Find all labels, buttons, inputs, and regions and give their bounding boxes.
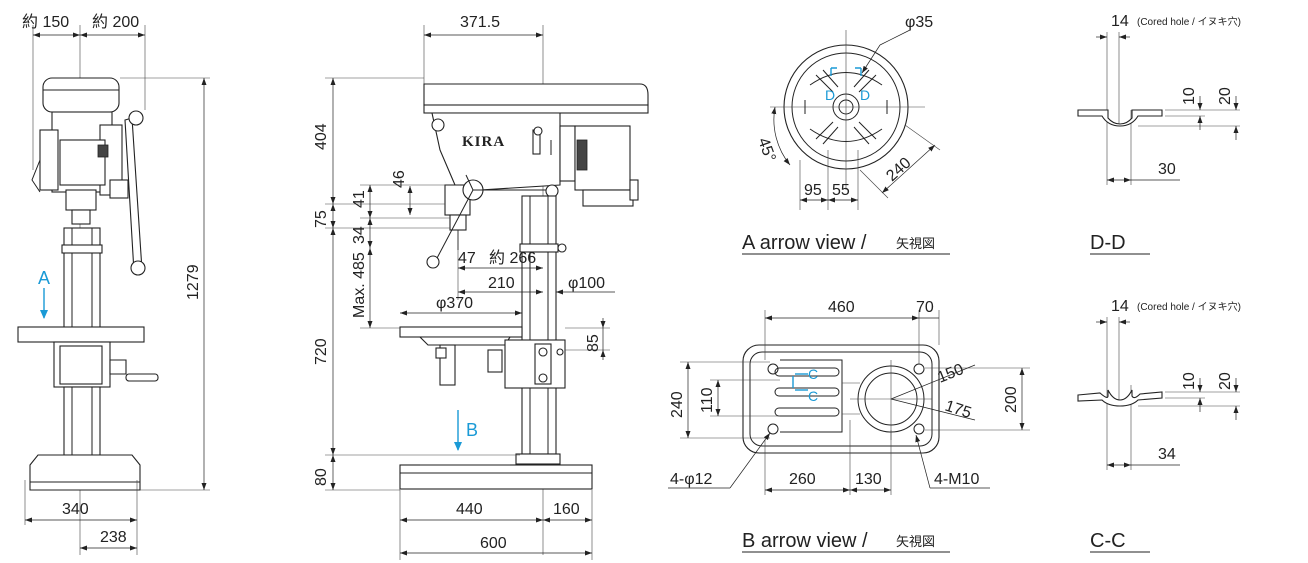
cc-dim-10: 10 bbox=[1181, 372, 1198, 390]
b-view-caption-jp: 矢視図 bbox=[896, 534, 935, 549]
b-view-caption: B arrow view / bbox=[742, 530, 868, 552]
a-arrow-view: D D φ35 45° 95 55 240 A arrow view / 矢視図 bbox=[742, 14, 950, 255]
dim-phi35: φ35 bbox=[905, 14, 933, 31]
dim-460: 460 bbox=[828, 299, 855, 316]
dim-total-height: 1279 bbox=[185, 264, 202, 300]
dim-base-offset: 238 bbox=[100, 529, 127, 546]
cc-caption: C-C bbox=[1090, 530, 1126, 552]
section-d-label-2: D bbox=[860, 87, 870, 103]
dim-max-485: Max. 485 bbox=[351, 252, 368, 318]
dim-47: 47 bbox=[458, 250, 476, 267]
dim-240: 240 bbox=[883, 154, 914, 185]
dim-600: 600 bbox=[480, 535, 507, 552]
section-d-label-1: D bbox=[825, 87, 835, 103]
arrow-a-label: A bbox=[38, 268, 50, 288]
dim-160: 160 bbox=[553, 501, 580, 518]
dim-head-width: 371.5 bbox=[460, 14, 500, 31]
dim-440: 440 bbox=[456, 501, 483, 518]
dim-110: 110 bbox=[699, 387, 716, 413]
dim-75: 75 bbox=[313, 210, 330, 228]
dim-approx-150: 約 150 bbox=[22, 13, 69, 31]
front-view: 約 150 約 200 bbox=[17, 13, 210, 555]
dim-130: 130 bbox=[855, 471, 882, 488]
a-view-caption: A arrow view / bbox=[742, 232, 867, 254]
dim-260: 260 bbox=[789, 471, 816, 488]
dim-70: 70 bbox=[916, 299, 934, 316]
dim-45-deg: 45° bbox=[754, 136, 778, 165]
cc-dim-34: 34 bbox=[1158, 446, 1176, 463]
dim-210: 210 bbox=[488, 275, 515, 292]
kira-logo: KIRA bbox=[462, 134, 505, 150]
dim-95: 95 bbox=[804, 182, 822, 199]
arrow-b-label: B bbox=[466, 420, 478, 440]
dim-720: 720 bbox=[313, 338, 330, 365]
dim-4-m10: 4-M10 bbox=[934, 471, 979, 488]
dd-section: 14 (Cored hole / イヌキ穴) 10 20 30 D-D bbox=[1077, 13, 1241, 255]
dim-240-b: 240 bbox=[669, 391, 686, 418]
cc-section: 14 (Cored hole / イヌキ穴) 10 20 34 C-C bbox=[1077, 298, 1241, 553]
dd-dim-30: 30 bbox=[1158, 161, 1176, 178]
dim-base-width: 340 bbox=[62, 501, 89, 518]
side-view: 371.5 KIRA bbox=[313, 14, 649, 560]
dd-caption: D-D bbox=[1090, 232, 1126, 254]
section-c-label-2: C bbox=[808, 388, 818, 404]
dim-55: 55 bbox=[832, 182, 850, 199]
cc-dim-14: 14 bbox=[1111, 298, 1129, 315]
dd-dim-10: 10 bbox=[1181, 87, 1198, 105]
cc-cored-note: (Cored hole / イヌキ穴) bbox=[1137, 300, 1241, 313]
dd-dim-20: 20 bbox=[1217, 87, 1234, 105]
dim-34: 34 bbox=[351, 226, 368, 244]
dim-200-b: 200 bbox=[1003, 386, 1020, 413]
dim-175-b: 175 bbox=[943, 398, 974, 422]
dim-85: 85 bbox=[585, 334, 602, 352]
dim-approx-200: 約 200 bbox=[92, 13, 139, 31]
b-arrow-view: C C 460 70 240 110 200 150 175 260 bbox=[668, 299, 1030, 553]
dd-dim-14: 14 bbox=[1111, 13, 1129, 30]
dim-4-phi12: 4-φ12 bbox=[670, 471, 713, 488]
cc-dim-20: 20 bbox=[1217, 372, 1234, 390]
dim-80: 80 bbox=[313, 468, 330, 486]
dim-41: 41 bbox=[351, 190, 368, 208]
dim-head-height: 404 bbox=[313, 123, 330, 150]
dim-150-b: 150 bbox=[935, 361, 966, 387]
a-view-caption-jp: 矢視図 bbox=[896, 236, 935, 251]
dd-cored-note: (Cored hole / イヌキ穴) bbox=[1137, 15, 1241, 28]
dim-phi370: φ370 bbox=[436, 295, 473, 312]
dim-46: 46 bbox=[391, 170, 408, 188]
dim-approx-266: 約 266 bbox=[489, 249, 536, 267]
dim-phi100: φ100 bbox=[568, 275, 605, 292]
section-c-label-1: C bbox=[808, 366, 818, 382]
